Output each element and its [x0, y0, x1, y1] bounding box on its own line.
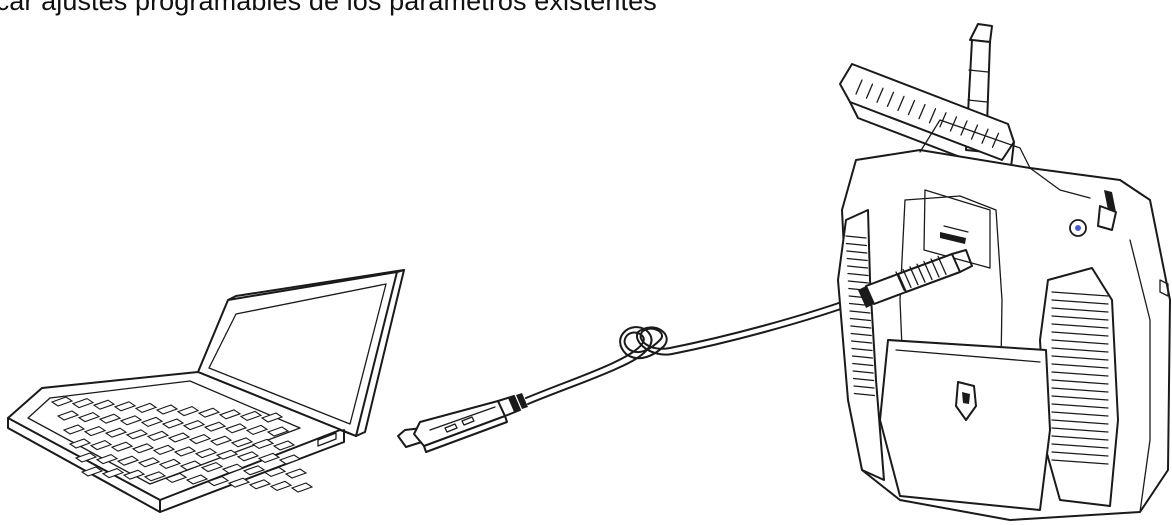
key — [286, 469, 306, 478]
key — [265, 467, 285, 476]
usb-adapter-icon — [398, 393, 528, 452]
key — [271, 481, 291, 490]
key — [280, 455, 300, 464]
cable-icon — [526, 292, 872, 404]
key — [250, 480, 270, 489]
key — [229, 478, 249, 487]
rc-transmitter-icon — [838, 24, 1170, 520]
key — [82, 467, 102, 476]
laptop-icon — [8, 270, 404, 512]
key — [292, 483, 312, 492]
